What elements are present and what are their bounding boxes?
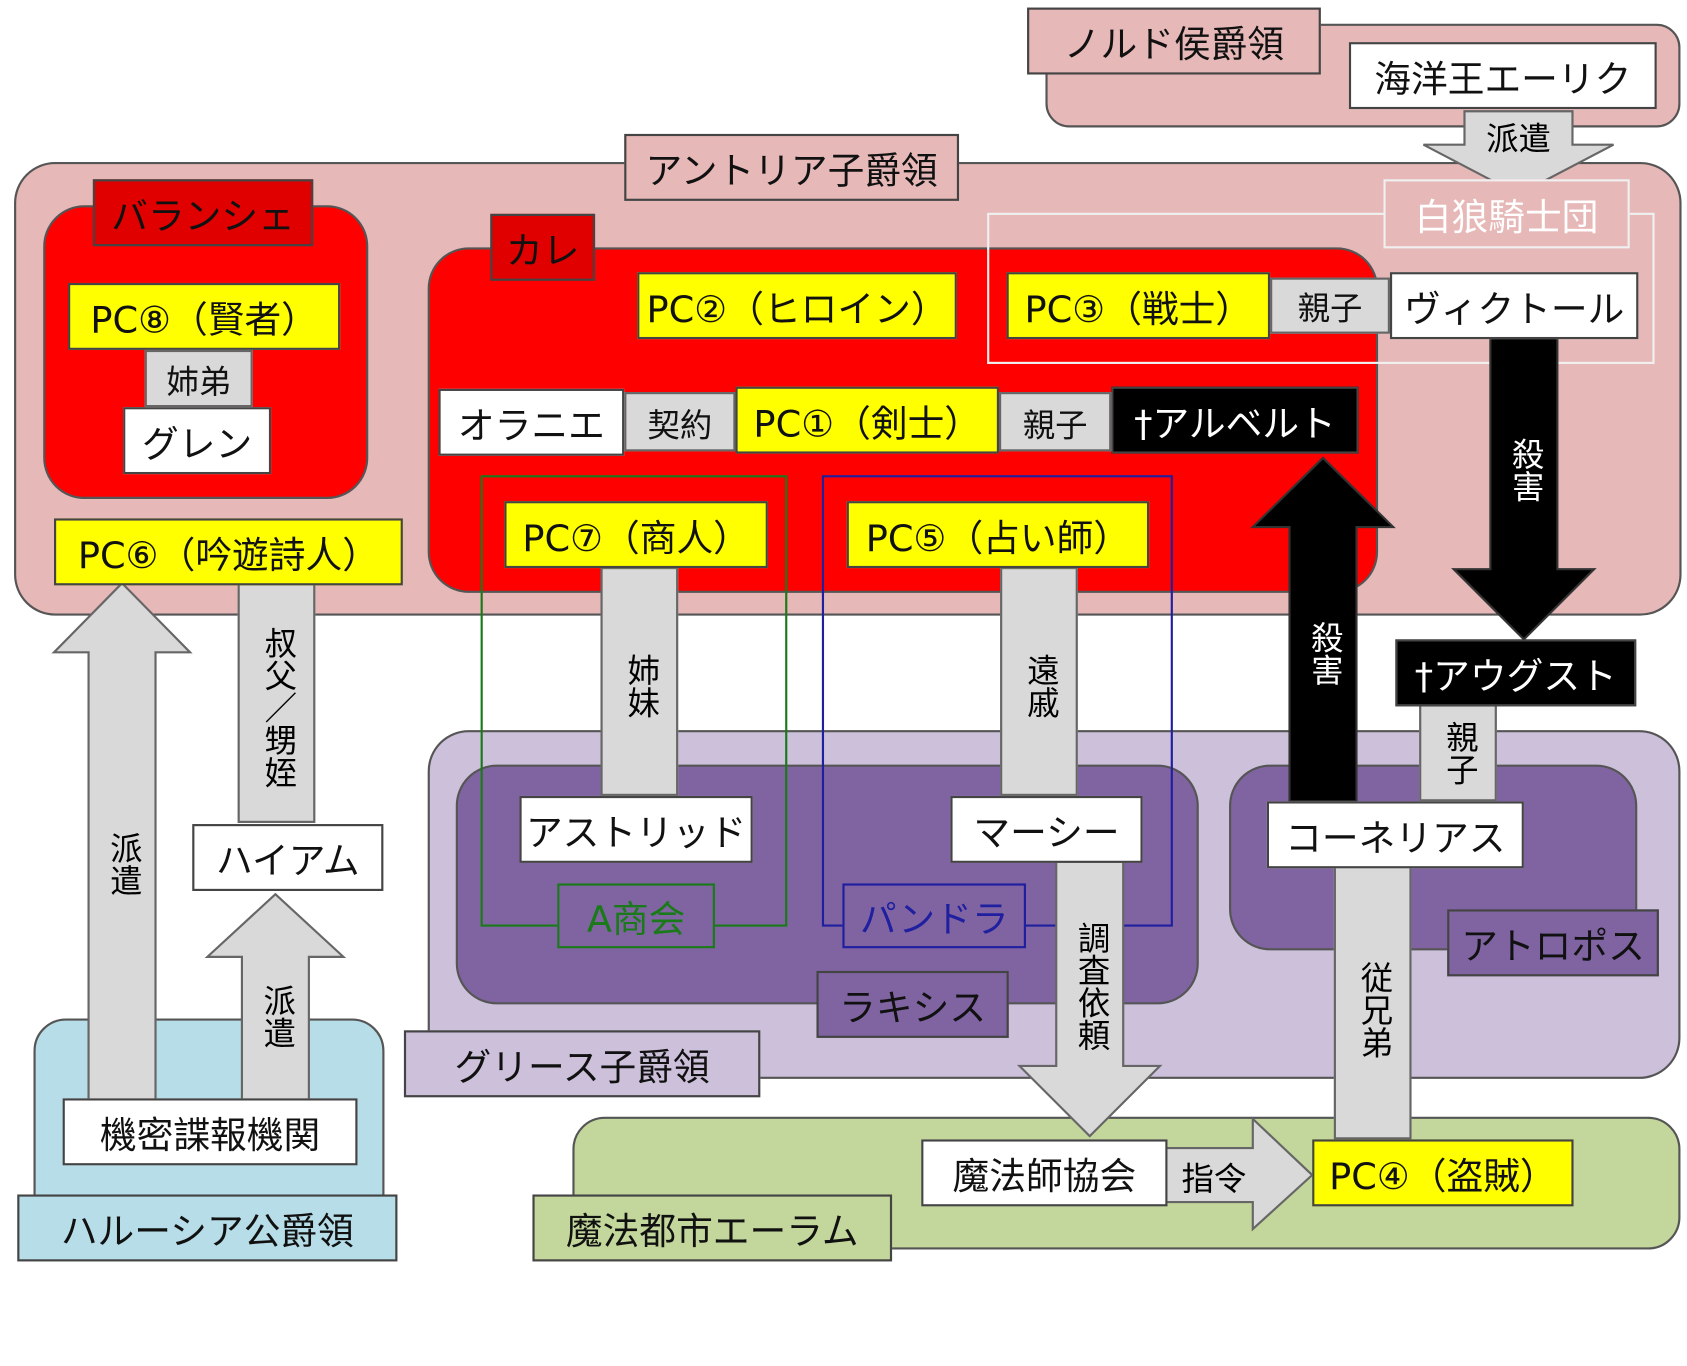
node-guild: 魔法師協会: [921, 1139, 1168, 1207]
node-albert: †アルベルト: [1111, 386, 1359, 454]
rel-order: 指令: [1181, 1161, 1247, 1199]
node-mercy: マーシー: [950, 795, 1143, 863]
node-august: †アウグスト: [1395, 639, 1637, 707]
arrow-investigation: [1016, 860, 1163, 1138]
rel-dispatch-left: 派遣: [103, 831, 142, 897]
arrow-kill-victor: [1451, 336, 1597, 641]
antoria-label: アントリア子爵領: [624, 133, 960, 201]
node-glen: グレン: [123, 407, 272, 475]
rel-siblings-8: 姉弟: [144, 349, 253, 408]
node-cornelius: コーネリアス: [1266, 801, 1524, 869]
node-pc8: PC⑧（賢者）: [68, 282, 341, 350]
kare-label: カレ: [490, 213, 596, 281]
arrow-dispatch-top: [1422, 110, 1615, 196]
node-hiam: ハイアム: [192, 824, 384, 892]
halcia-label: ハルーシア公爵領: [17, 1194, 398, 1262]
bar-uncle: [237, 583, 316, 823]
rel-sisters: 姉妹: [621, 653, 659, 719]
rel-dispatch-top: 派遣: [1486, 120, 1551, 159]
rel-cousin: 従兄弟: [1354, 961, 1393, 1059]
node-pc6: PC⑥（吟遊詩人）: [54, 518, 403, 586]
node-pc1: PC①（剣士）: [735, 386, 1000, 454]
node-victor: ヴィクトール: [1389, 272, 1639, 340]
arrow-order: [1165, 1116, 1314, 1232]
bar-sisters: [600, 567, 679, 796]
bar-parent-august: [1419, 704, 1497, 802]
rel-parent-august: 親子: [1439, 720, 1478, 786]
magic-city-label: 魔法都市エーラム: [532, 1194, 893, 1262]
node-pc4: PC④（盗賊）: [1312, 1139, 1574, 1207]
rel-uncle: 叔父／甥姪: [258, 626, 296, 789]
nold-label: ノルド侯爵領: [1027, 7, 1321, 75]
node-pc2: PC②（ヒロイン）: [637, 272, 957, 340]
rel-parent3: 親子: [1270, 277, 1390, 334]
white-wolf-outline: [987, 212, 1655, 364]
node-pc7: PC⑦（商人）: [504, 501, 768, 569]
node-pc5: PC⑤（占い師）: [846, 501, 1150, 569]
atropos-label: アトロポス: [1447, 909, 1659, 977]
bar-cousin: [1333, 864, 1412, 1140]
node-pc3: PC③（戦士）: [1006, 272, 1271, 340]
rel-parent1: 親子: [999, 392, 1112, 452]
gries-label: グリース子爵領: [403, 1030, 761, 1098]
arrow-dispatch-left: [51, 581, 193, 1103]
rel-investigation: 調査依頼: [1071, 921, 1110, 1051]
arrow-dispatch-hiam: [204, 892, 347, 1103]
arrow-kill-cornelius: [1250, 456, 1396, 803]
rel-relative: 遠戚: [1020, 653, 1059, 719]
bar-relative: [1000, 567, 1078, 796]
node-agency: 機密諜報機関: [62, 1098, 358, 1166]
lachesis-label: ラキシス: [816, 970, 1009, 1038]
rel-kill-victor: 殺害: [1505, 437, 1544, 503]
node-astrid: アストリッド: [519, 795, 753, 863]
rel-kill-cornelius: 殺害: [1304, 621, 1343, 686]
rel-contract: 契約: [624, 392, 736, 452]
node-oranie: オラニエ: [438, 388, 625, 456]
pandora-label: パンドラ: [842, 883, 1026, 949]
balanche-label: バランシェ: [92, 179, 314, 247]
rel-dispatch-hiam: 派遣: [257, 983, 295, 1049]
node-erik: 海洋王エーリク: [1348, 42, 1657, 110]
white-wolf-label: 白狼騎士団: [1383, 179, 1630, 249]
a-company-label: A商会: [557, 883, 715, 949]
